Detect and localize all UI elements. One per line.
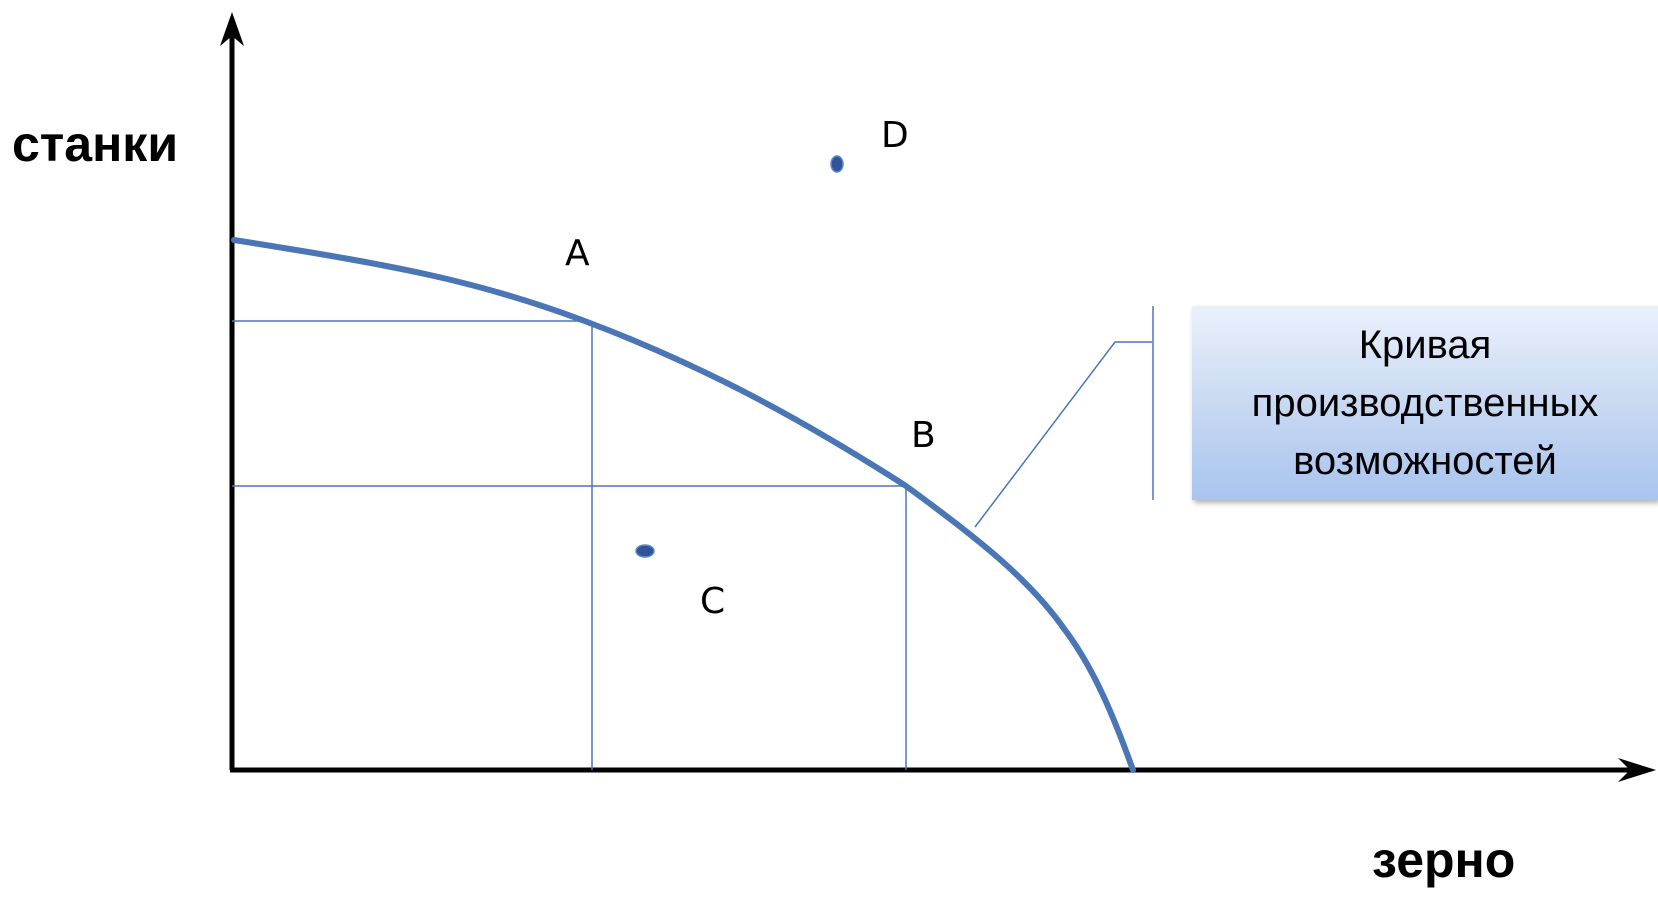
point-c-label: C	[700, 581, 726, 622]
point-d-label: D	[881, 115, 909, 156]
point-b-label: B	[911, 415, 936, 456]
point-d-marker	[830, 155, 844, 173]
x-axis-arrow	[1618, 758, 1656, 782]
point-a-label: A	[565, 233, 590, 274]
callout-connector	[974, 341, 1152, 528]
ppf-callout-box: Кривая производственных возможностей	[1192, 306, 1658, 500]
y-axis-label: станки	[12, 116, 179, 172]
callout-text: Кривая производственных возможностей	[1252, 316, 1599, 490]
x-axis-label: зерно	[1372, 832, 1516, 888]
callout-line-1: Кривая	[1358, 323, 1492, 367]
y-axis-arrow	[220, 12, 244, 46]
callout-line-3: возможностей	[1293, 439, 1557, 483]
point-c-marker	[635, 544, 655, 558]
callout-line-2: производственных	[1251, 381, 1599, 425]
ppf-curve	[231, 237, 1136, 773]
